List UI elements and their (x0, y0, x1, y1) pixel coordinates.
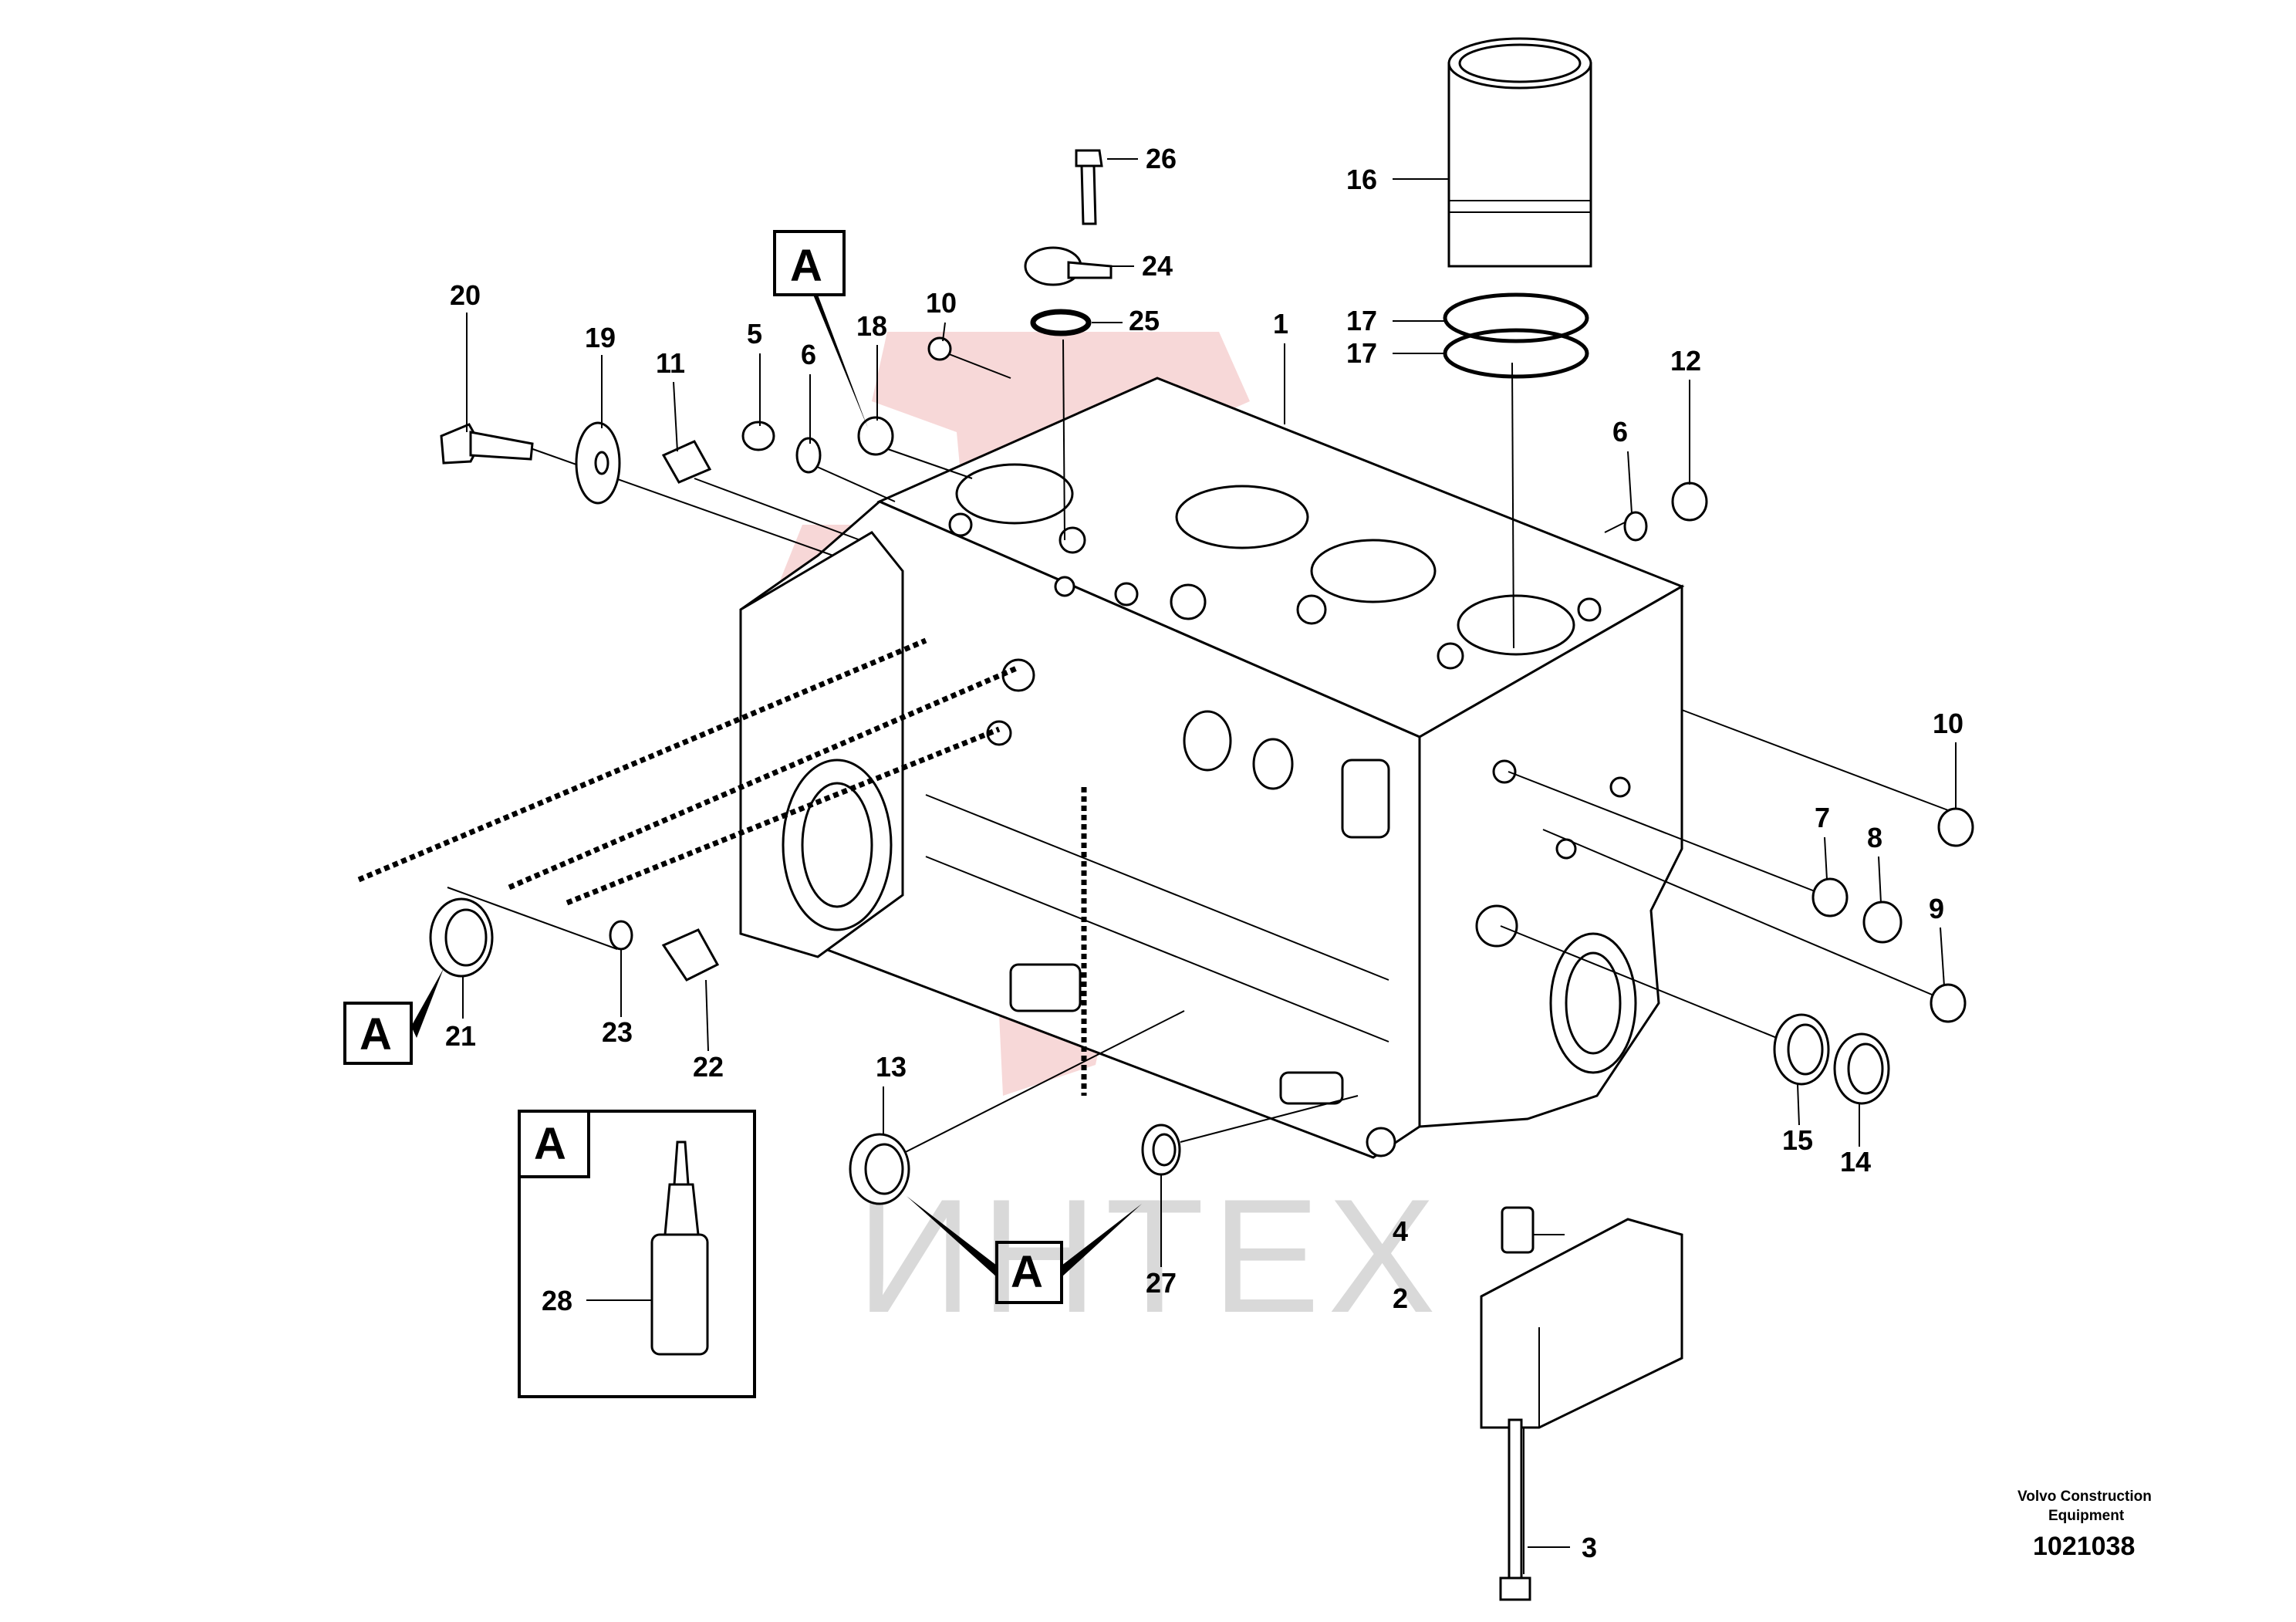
callout-25: 25 (1129, 305, 1160, 336)
callout-28: 28 (542, 1285, 572, 1316)
plug-22 (661, 928, 720, 982)
plug-5 (741, 421, 775, 451)
callout-21: 21 (445, 1020, 476, 1052)
watermark-text: ИНТЕХ (856, 1165, 1443, 1347)
callout-17a: 17 (1346, 305, 1377, 336)
callout-26: 26 (1146, 143, 1177, 174)
seal-13 (849, 1133, 910, 1205)
plug-12 (1671, 482, 1708, 522)
seal-15 (1773, 1013, 1830, 1086)
callout-2: 2 (1393, 1282, 1408, 1314)
callout-8: 8 (1867, 822, 1882, 853)
callout-27: 27 (1146, 1267, 1177, 1299)
callout-20: 20 (450, 279, 481, 311)
callout-10a: 10 (926, 287, 957, 319)
credit-line-2: Equipment (2048, 1508, 2125, 1524)
dowel-4 (1501, 1206, 1535, 1254)
ref-box-a-bottom: A (907, 1196, 1142, 1304)
svg-text:A: A (790, 241, 822, 291)
ring-23 (609, 920, 633, 951)
plug-10-top (927, 336, 952, 361)
o-ring-25 (1030, 309, 1092, 336)
bolt-3 (1499, 1418, 1531, 1601)
bolt-20 (440, 423, 534, 465)
callout-7: 7 (1815, 802, 1830, 833)
callout-9: 9 (1929, 893, 1944, 924)
plug-9 (1930, 983, 1967, 1023)
dashed-oil-passages (357, 637, 1087, 1096)
plug-18 (857, 416, 894, 456)
svg-text:A: A (534, 1119, 566, 1169)
callout-17b: 17 (1346, 337, 1377, 369)
callout-23: 23 (602, 1016, 633, 1048)
plug-7 (1811, 877, 1849, 917)
sensor-24 (1024, 246, 1113, 286)
drawing-number: 1021038 (2033, 1532, 2135, 1561)
cylinder-block (739, 377, 1685, 1159)
bearing-cap-2 (1480, 1218, 1683, 1429)
callout-5: 5 (747, 318, 762, 350)
seal-21 (429, 897, 494, 978)
callout-14: 14 (1840, 1146, 1871, 1178)
cylinder-liner-16 (1447, 37, 1592, 268)
svg-text:A: A (360, 1009, 392, 1059)
washer-19 (575, 421, 621, 505)
plug-11 (661, 440, 712, 484)
callout-1: 1 (1273, 308, 1288, 340)
callout-10b: 10 (1933, 708, 1963, 739)
ring-6-right (1623, 511, 1648, 542)
callout-12: 12 (1670, 345, 1701, 377)
assembly-lines (447, 339, 1953, 1574)
legend-box-a: A (518, 1110, 756, 1398)
seal-27 (1141, 1124, 1181, 1176)
label-leaders (462, 158, 1957, 1267)
seal-14 (1833, 1032, 1890, 1105)
callout-11: 11 (656, 347, 685, 379)
svg-text:A: A (1011, 1247, 1043, 1297)
callout-4: 4 (1393, 1215, 1408, 1247)
callout-19: 19 (585, 322, 616, 353)
sealant-bottle-icon (650, 1140, 709, 1356)
plug-8 (1862, 901, 1903, 944)
callout-22: 22 (693, 1051, 724, 1083)
callout-18: 18 (856, 310, 887, 342)
ref-box-a-top: A (773, 230, 868, 428)
callout-6a: 6 (801, 339, 816, 370)
bolt-26 (1075, 149, 1103, 225)
callout-15: 15 (1782, 1124, 1813, 1156)
callout-16: 16 (1346, 164, 1377, 195)
callout-labels: 1 2 3 4 5 6 6 7 8 9 10 10 11 12 13 14 15… (445, 143, 1963, 1563)
ref-box-a-left: A (343, 968, 444, 1065)
seal-rings-17 (1443, 292, 1589, 379)
callout-13: 13 (876, 1051, 907, 1083)
callout-24: 24 (1142, 250, 1173, 282)
callout-6b: 6 (1612, 416, 1628, 448)
ring-6-left (795, 437, 822, 474)
callout-3: 3 (1582, 1532, 1597, 1563)
credit-line-1: Volvo Construction (2017, 1489, 2152, 1505)
plug-10-right (1937, 807, 1974, 847)
